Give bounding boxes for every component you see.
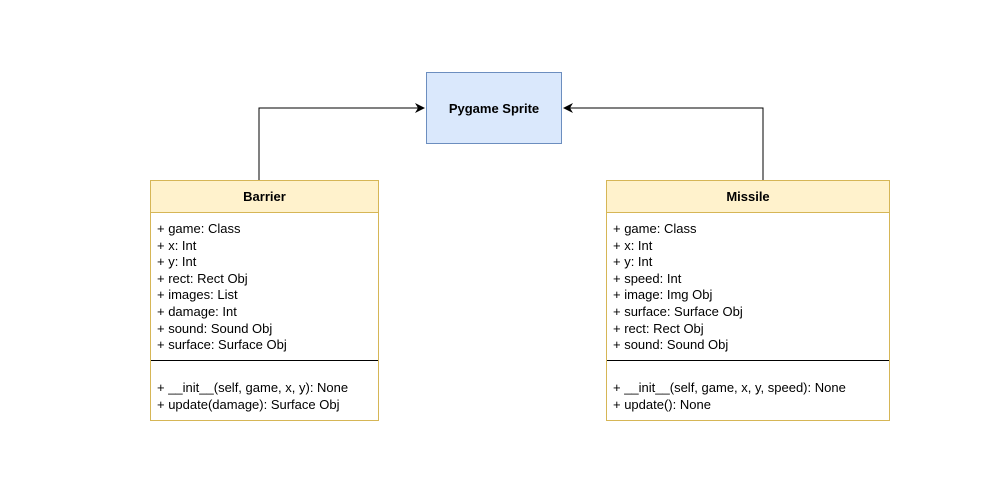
barrier-attribute: + y: Int [157,254,197,270]
missile-attributes: + game: Class + x: Int + y: Int + speed:… [607,213,889,354]
barrier-class: Barrier + game: Class + x: Int + y: Int … [150,180,379,421]
barrier-attribute: + rect: Rect Obj [157,270,248,286]
missile-attribute: + speed: Int [613,270,682,286]
barrier-divider [151,360,378,361]
barrier-method: + update(damage): Surface Obj [157,397,340,412]
missile-method: + update(): None [613,397,711,412]
missile-to-sprite-arrow [563,103,764,180]
barrier-class-name: Barrier [243,189,286,204]
barrier-attributes: + game: Class + x: Int + y: Int + rect: … [151,213,378,354]
barrier-attribute: + sound: Sound Obj [157,320,273,336]
barrier-attribute: + images: List [157,287,238,303]
barrier-methods: + __init__(self, game, x, y): None + upd… [151,371,378,413]
missile-attribute: + game: Class [613,221,697,236]
barrier-attribute: + x: Int [157,237,197,253]
barrier-attribute: + damage: Int [157,303,237,319]
missile-class-header: Missile [607,181,889,213]
pygame-sprite-label: Pygame Sprite [448,100,540,116]
missile-attribute: + x: Int [613,237,653,253]
missile-class: Missile + game: Class + x: Int + y: Int … [606,180,890,421]
missile-attribute: + rect: Rect Obj [613,320,704,336]
pygame-sprite-class: Pygame Sprite [426,72,562,144]
barrier-method: + __init__(self, game, x, y): None [157,380,349,395]
barrier-class-header: Barrier [151,181,378,213]
barrier-attribute: + surface: Surface Obj [157,337,287,353]
missile-methods: + __init__(self, game, x, y, speed): Non… [607,371,889,413]
missile-class-name: Missile [726,189,770,204]
missile-attribute: + y: Int [613,254,653,270]
missile-attribute: + surface: Surface Obj [613,303,743,319]
missile-attribute: + sound: Sound Obj [613,337,729,353]
missile-attribute: + image: Img Obj [613,287,713,303]
barrier-to-sprite-arrow [258,103,425,180]
barrier-attribute: + game: Class [157,221,241,236]
missile-divider [607,360,889,361]
missile-method: + __init__(self, game, x, y, speed): Non… [613,380,846,395]
